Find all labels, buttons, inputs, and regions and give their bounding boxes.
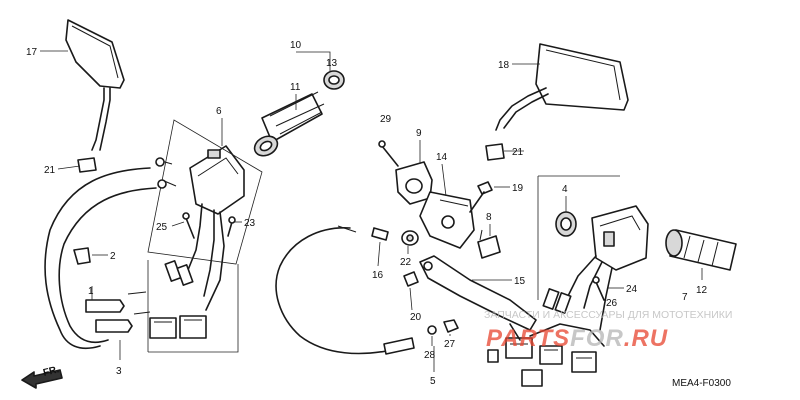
callout-18: 18 [498, 60, 510, 71]
callout-15: 15 [514, 276, 526, 287]
switch-8 [477, 229, 501, 259]
callout-6: 6 [216, 106, 222, 117]
clutch-cable [275, 225, 415, 355]
watermark-caption: ЗАПЧАСТИ И АКСЕССУАРЫ ДЛЯ МОТОТЕХНИКИ [484, 309, 732, 321]
callout-21-left: 21 [44, 165, 56, 176]
callout-7: 7 [682, 292, 688, 303]
bolt-19 [469, 181, 493, 213]
callout-13: 13 [326, 58, 338, 69]
watermark-brand-tld: .RU [624, 325, 668, 352]
watermark-brand-red: PARTS [486, 325, 570, 352]
throttle-bearing [323, 70, 345, 90]
callout-19: 19 [512, 183, 524, 194]
clutch-lever-15 [419, 255, 537, 331]
watermark-brand-mid: FOR [570, 325, 624, 352]
lever-bracket-14 [419, 191, 475, 249]
callout-26: 26 [606, 298, 618, 309]
nut-27 [443, 319, 459, 333]
cable-clamp-2 [73, 247, 91, 265]
callouts: 17 10 11 13 18 29 6 9 21 21 14 19 4 8 25… [26, 40, 708, 387]
bolt-29 [378, 140, 399, 167]
callout-1: 1 [88, 286, 94, 297]
callout-29: 29 [380, 114, 392, 125]
callout-12: 12 [696, 285, 708, 296]
callout-8: 8 [486, 212, 492, 223]
connector-cluster [487, 323, 605, 387]
callout-2: 2 [110, 251, 116, 262]
throttle-grip [253, 91, 325, 157]
callout-11: 11 [290, 82, 301, 93]
callout-22: 22 [400, 257, 412, 268]
callout-28: 28 [424, 350, 436, 361]
callout-24: 24 [626, 284, 638, 295]
callout-5: 5 [430, 376, 436, 387]
callout-27: 27 [444, 339, 456, 350]
lever-holder-9 [395, 161, 433, 205]
nut-20 [403, 271, 419, 287]
throttle-tube-4 [555, 211, 577, 237]
callout-10: 10 [290, 40, 302, 51]
right-mirror [495, 43, 629, 131]
figure-code: MEA4-F0300 [672, 378, 731, 389]
callout-25: 25 [156, 222, 168, 233]
callout-3: 3 [116, 366, 122, 377]
svg-text:PARTSFOR.RU: PARTSFOR.RU [486, 325, 668, 352]
callout-16: 16 [372, 270, 384, 281]
throttle-cables [44, 157, 177, 350]
callout-20: 20 [410, 312, 422, 323]
front-direction-arrow: FR. [21, 364, 63, 389]
callout-23: 23 [244, 218, 256, 229]
washer-28 [427, 325, 437, 335]
callout-21-right: 21 [512, 147, 524, 158]
callout-9: 9 [416, 128, 422, 139]
left-mirror [65, 19, 125, 151]
right-switch-housing [542, 205, 649, 331]
left-switch-housing [149, 145, 245, 339]
mirror-nut-right [485, 143, 505, 161]
direction-label: FR. [42, 364, 61, 379]
callout-4: 4 [562, 184, 568, 195]
collar-22 [401, 230, 419, 246]
mirror-nut-left [77, 157, 97, 173]
screw-25 [182, 212, 195, 239]
watermark: ЗАПЧАСТИ И АКСЕССУАРЫ ДЛЯ МОТОТЕХНИКИ PA… [484, 309, 732, 352]
screw-26 [592, 276, 605, 301]
right-grip-12 [665, 229, 737, 271]
bolt-16 [371, 227, 389, 241]
callout-14: 14 [436, 152, 448, 163]
callout-17: 17 [26, 47, 38, 58]
screw-23 [227, 216, 236, 237]
